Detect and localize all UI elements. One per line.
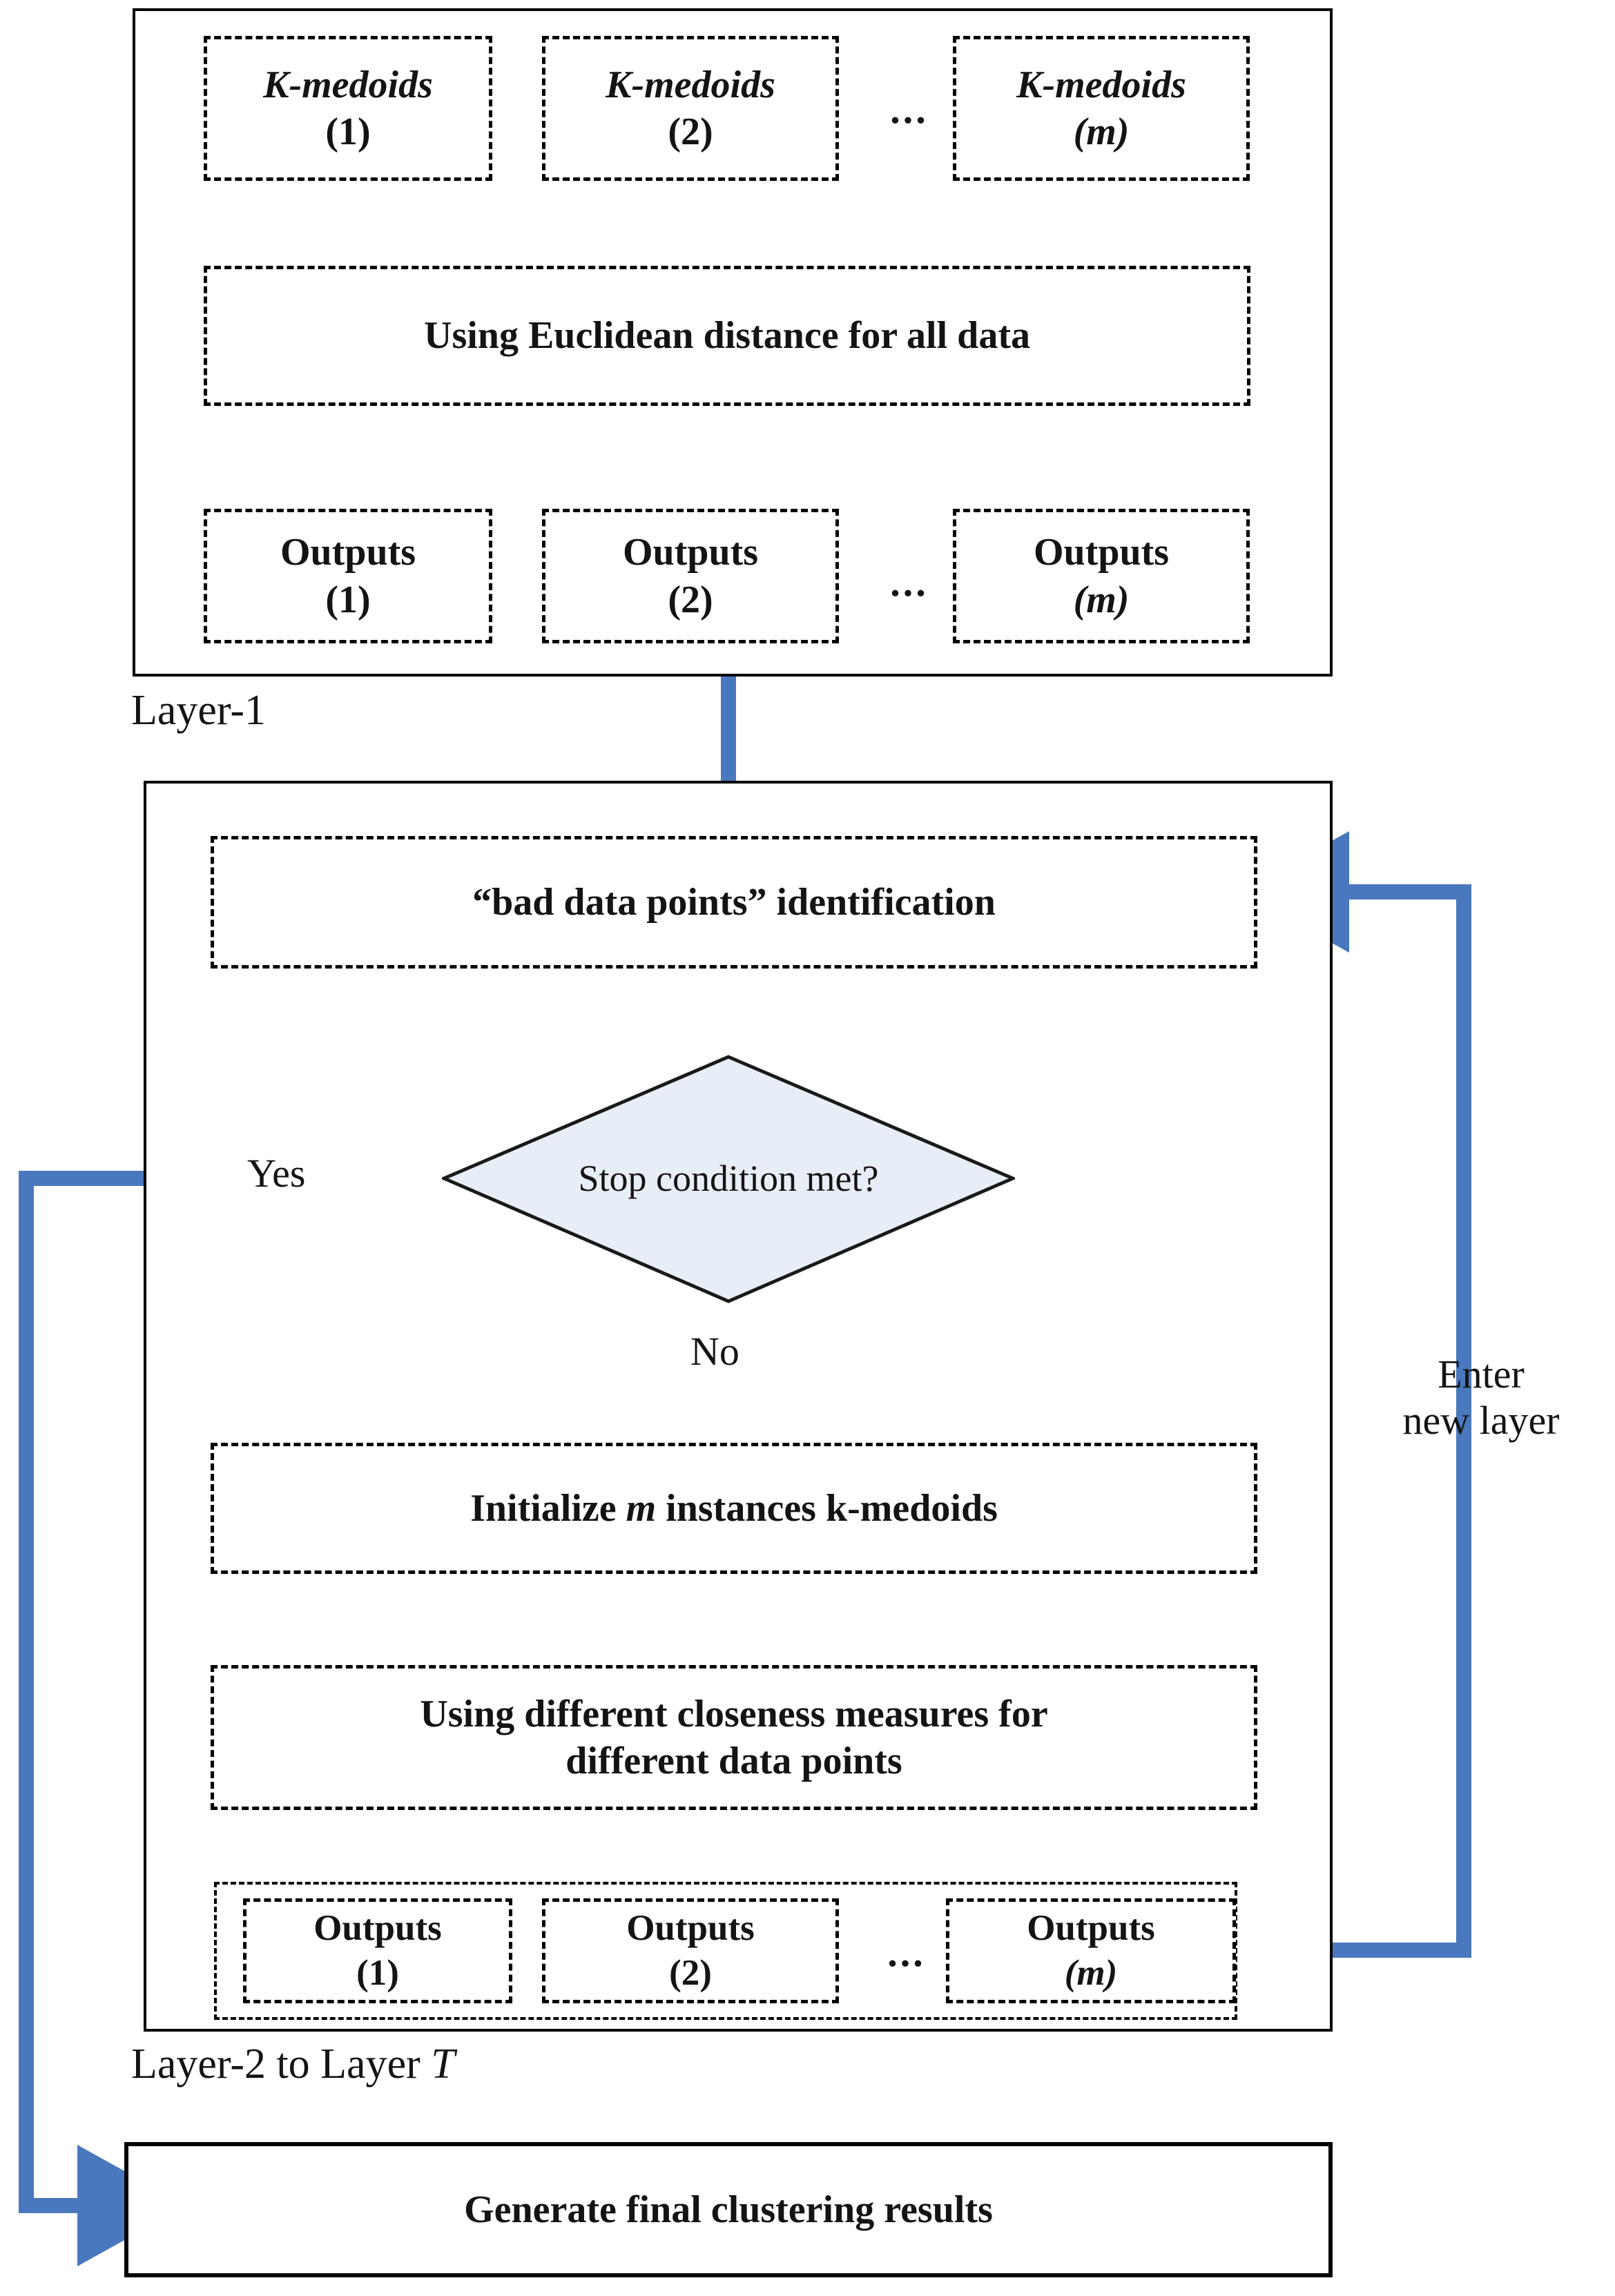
layer2-output-box-1[interactable]: Outputs (1)	[243, 1898, 512, 2003]
layer2-output-index-2: (2)	[669, 1953, 712, 1993]
kmedoids-index-m: (m)	[1074, 108, 1130, 155]
initialize-instances-box[interactable]: Initialize m instances k-medoids	[211, 1443, 1257, 1574]
closeness-measures-line2: different data points	[565, 1740, 902, 1782]
final-result-box[interactable]: Generate final clustering results	[124, 2142, 1333, 2277]
layer1-output-title-2: Outputs	[622, 531, 759, 574]
diamond-shape	[439, 1055, 1018, 1303]
kmedoids-ellipsis: ...	[890, 87, 929, 132]
layer1-output-box-2[interactable]: Outputs (2)	[542, 509, 839, 643]
kmedoids-title-m: K-medoids	[1016, 61, 1186, 108]
euclidean-distance-label: Using Euclidean distance for all data	[424, 314, 1030, 358]
kmedoids-index-text-m: (m)	[1073, 110, 1130, 153]
kmedoids-title-text-2: K-medoids	[606, 63, 775, 106]
kmedoids-title-1: K-medoids	[263, 61, 433, 108]
layer2-outputs-ellipsis: ...	[887, 1930, 926, 1975]
layer1-output-index-text-m: (m)	[1073, 578, 1130, 621]
layer1-output-box-1[interactable]: Outputs (1)	[204, 509, 492, 643]
bad-data-identification-box[interactable]: “bad data points” identification	[211, 836, 1257, 969]
closeness-measures-line1: Using different closeness measures for	[420, 1692, 1048, 1735]
bad-data-identification-label: “bad data points” identification	[472, 880, 996, 924]
layer2-caption: Layer-2 to Layer T	[131, 2040, 455, 2089]
final-result-label: Generate final clustering results	[464, 2188, 993, 2231]
layer2-output-box-2[interactable]: Outputs (2)	[542, 1898, 839, 2003]
initialize-suffix: instances k-medoids	[656, 1486, 998, 1530]
layer1-outputs-ellipsis: ...	[890, 560, 929, 605]
kmedoids-box-1[interactable]: K-medoids (1)	[204, 36, 492, 181]
kmedoids-index-1: (1)	[325, 110, 371, 153]
layer2-output-title-1: Outputs	[313, 1908, 442, 1949]
layer1-output-title-m: Outputs	[1033, 531, 1170, 574]
decision-no-label: No	[690, 1329, 739, 1374]
kmedoids-title-2: K-medoids	[606, 61, 775, 108]
layer1-output-index-1: (1)	[325, 578, 371, 621]
enter-new-layer-line2: new layer	[1402, 1397, 1560, 1443]
enter-new-layer-line1: Enter	[1438, 1352, 1525, 1397]
kmedoids-index-2: (2)	[668, 110, 713, 153]
kmedoids-box-2[interactable]: K-medoids (2)	[542, 36, 839, 181]
closeness-measures-box[interactable]: Using different closeness measures for d…	[211, 1665, 1257, 1810]
initialize-italic-m: m	[626, 1486, 657, 1530]
decision-yes-label: Yes	[247, 1151, 306, 1196]
kmedoids-box-m[interactable]: K-medoids (m)	[953, 36, 1250, 181]
stop-condition-decision[interactable]: Stop condition met?	[439, 1055, 1018, 1303]
layer2-output-index-m: (m)	[1065, 1951, 1118, 1996]
layer2-output-box-m[interactable]: Outputs (m)	[946, 1898, 1236, 2003]
layer1-output-title-1: Outputs	[280, 531, 416, 574]
layer2-caption-prefix: Layer-2 to Layer	[131, 2041, 432, 2088]
kmedoids-title-text-1: K-medoids	[263, 63, 433, 106]
layer2-container	[144, 781, 1333, 2032]
kmedoids-title-text-m: K-medoids	[1016, 63, 1186, 106]
layer2-output-index-1: (1)	[356, 1953, 399, 1993]
layer2-outputs-group	[214, 1882, 1237, 2020]
layer2-output-title-m: Outputs	[1027, 1908, 1155, 1949]
enter-new-layer-label: Enter new layer	[1350, 1352, 1612, 1443]
initialize-instances-label: Initialize m instances k-medoids	[470, 1485, 998, 1532]
layer2-output-title-2: Outputs	[626, 1908, 755, 1949]
layer1-output-index-m: (m)	[1074, 576, 1130, 623]
stop-condition-label: Stop condition met?	[578, 1158, 879, 1199]
initialize-prefix: Initialize	[470, 1486, 626, 1530]
layer1-output-box-m[interactable]: Outputs (m)	[953, 509, 1250, 643]
layer1-caption: Layer-1	[131, 687, 266, 734]
layer1-output-index-2: (2)	[668, 578, 713, 621]
layer2-caption-italic-T: T	[431, 2041, 455, 2088]
layer2-output-index-text-m: (m)	[1064, 1953, 1118, 1993]
euclidean-distance-box[interactable]: Using Euclidean distance for all data	[204, 266, 1250, 406]
